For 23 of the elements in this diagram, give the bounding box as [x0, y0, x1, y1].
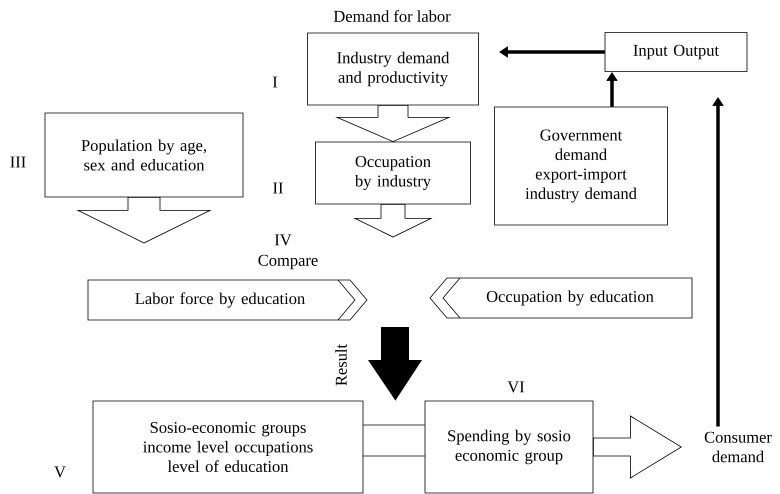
block-arrow — [353, 204, 433, 238]
node-text: Consumer demand — [704, 432, 772, 462]
process-box: Sosio-economic groups income level occupations level of education — [92, 400, 364, 494]
connector-pipe — [363, 424, 425, 456]
block-arrow — [593, 415, 682, 479]
heading: Demand for labor — [334, 10, 450, 22]
roman-numeral: II — [273, 182, 283, 194]
process-box: Government demand export-import industry demand — [494, 106, 668, 226]
roman-numeral: III — [10, 156, 26, 168]
process-box: Industry demand and productivity — [307, 32, 479, 106]
roman-numeral: IV — [274, 234, 292, 246]
chevron-box: Occupation by education — [429, 278, 692, 318]
block-arrow — [368, 327, 422, 401]
edge-label: Result — [334, 342, 348, 388]
block-arrow — [335, 105, 451, 142]
process-box: Population by age, sex and education — [44, 112, 244, 198]
process-box: Input Output — [604, 32, 748, 72]
process-box: Occupation by industry — [315, 142, 471, 204]
process-box: Spending by sosio economic group — [424, 400, 594, 494]
roman-numeral: I — [272, 76, 278, 88]
block-arrow — [76, 197, 212, 244]
roman-numeral: V — [54, 466, 66, 478]
chevron-box: Labor force by education — [88, 280, 368, 320]
